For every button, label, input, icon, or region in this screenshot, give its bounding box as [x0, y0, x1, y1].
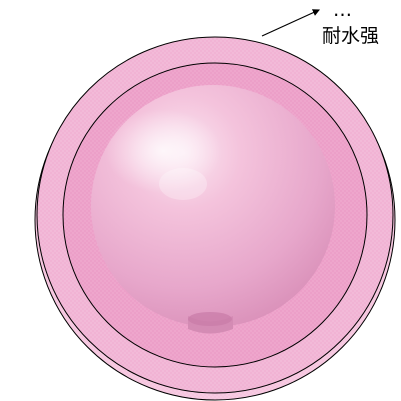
- callout-arrow-icon: [261, 9, 320, 37]
- core-sphere: [91, 85, 335, 334]
- callout-label-line-2: 耐水强: [322, 25, 379, 47]
- callout-label-line-1: …: [333, 0, 352, 21]
